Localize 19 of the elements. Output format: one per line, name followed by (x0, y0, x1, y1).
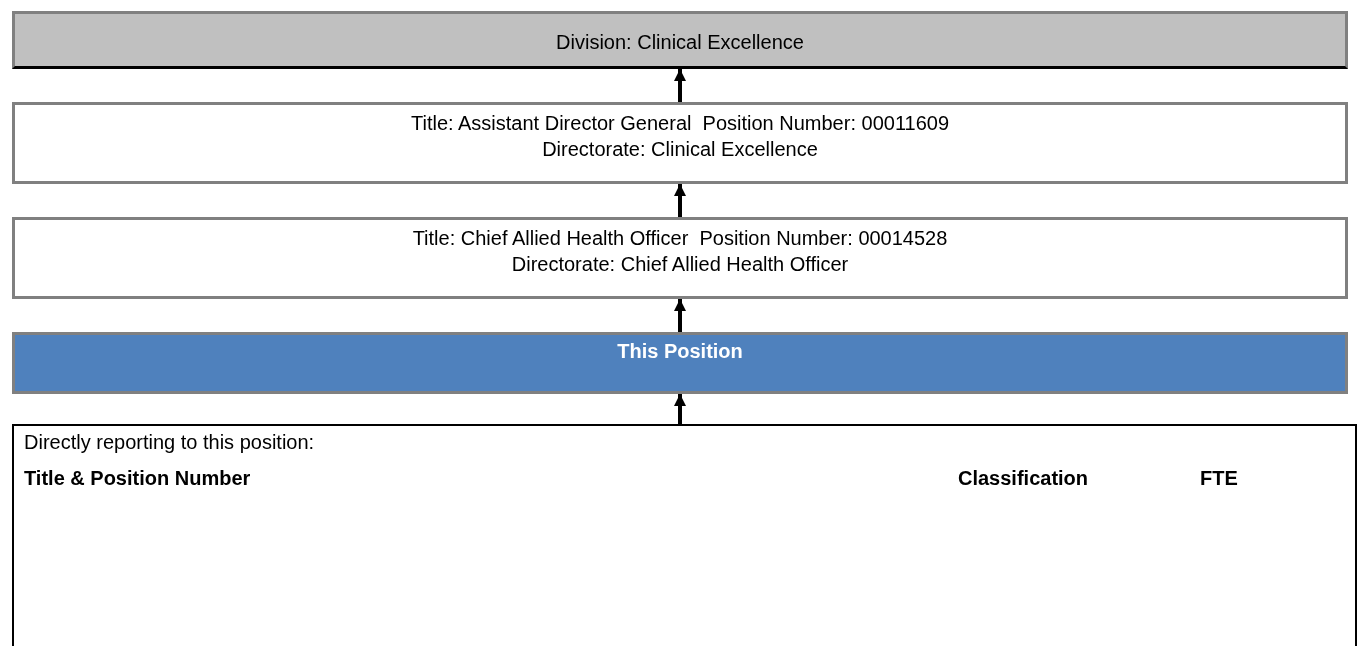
position-title: Title: Chief Allied Health Officer Position Number: 00014528 (412, 226, 948, 250)
column-header: Classification (958, 466, 1089, 490)
division-box (12, 11, 1348, 69)
division-label: Division: Clinical Excellence (556, 30, 804, 54)
reporting-heading: Directly reporting to this position: (24, 430, 315, 454)
reporting-box (12, 424, 1357, 646)
arrow (674, 394, 686, 424)
position-box (12, 102, 1348, 184)
position-heading: This Position (617, 339, 743, 363)
column-header: FTE (1200, 466, 1238, 490)
position-title: Title: Assistant Director General Position Number: 00011609 (411, 111, 949, 135)
position-box (12, 217, 1348, 299)
column-header: Title & Position Number (24, 466, 251, 490)
directorate-label: Directorate: Chief Allied Health Officer (511, 252, 849, 276)
arrow (674, 184, 686, 217)
arrow (674, 299, 686, 332)
this-position-box (12, 332, 1348, 394)
directorate-label: Directorate: Clinical Excellence (542, 137, 818, 161)
arrow (674, 69, 686, 102)
